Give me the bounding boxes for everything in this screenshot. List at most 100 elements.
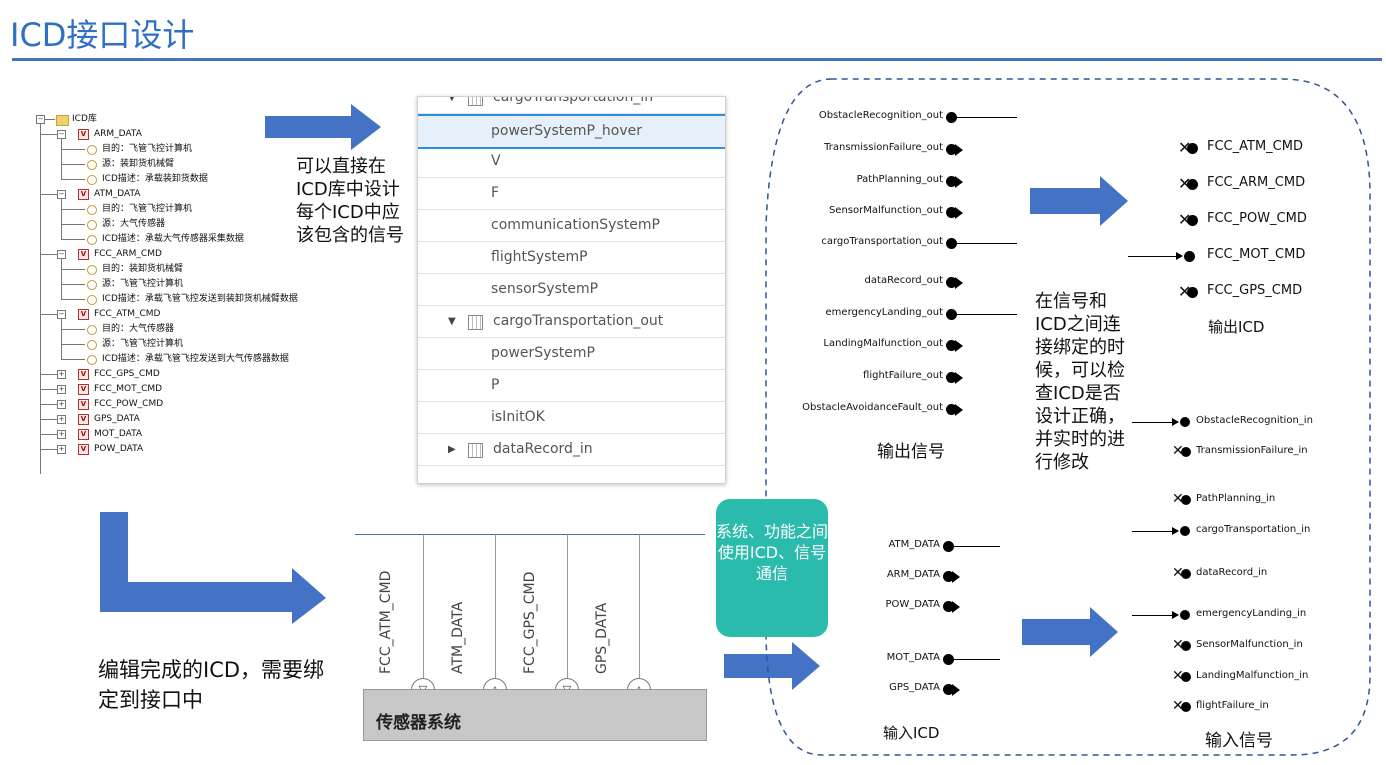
tree-item-label: GPS_DATA (94, 414, 140, 424)
icd-port-icon[interactable] (943, 571, 954, 582)
binding-line (1132, 531, 1176, 532)
signal-port-icon[interactable] (946, 372, 957, 383)
icd-type-icon: V (78, 369, 89, 380)
signal-list-row[interactable]: ▶dataRecord_in (418, 434, 725, 466)
signal-port-icon[interactable] (1181, 641, 1191, 651)
caret-right-icon[interactable]: ▶ (448, 444, 456, 455)
signal-port-icon[interactable] (946, 112, 957, 123)
signal-port-icon[interactable] (946, 176, 957, 187)
signal-port-icon[interactable] (946, 207, 957, 218)
block-title: 传感器系统 (376, 713, 461, 733)
tree-connector (61, 359, 85, 360)
icd-port-icon[interactable] (943, 601, 954, 612)
tree-connector (61, 318, 62, 359)
signal-list-row[interactable]: isInitOK (418, 402, 725, 434)
tree-connector (61, 299, 85, 300)
signal-port-icon[interactable] (946, 340, 957, 351)
expand-icon[interactable]: + (57, 430, 66, 439)
right-arrow-icon (1022, 607, 1118, 657)
cross-icon[interactable]: ✕ (1172, 637, 1184, 653)
icd-port-icon[interactable] (1187, 179, 1198, 190)
input-signal-label: cargoTransportation_in (1196, 524, 1311, 535)
signal-list-row[interactable]: sensorSystemP (418, 274, 725, 306)
signal-list-row[interactable]: powerSystemP (418, 338, 725, 370)
collapse-icon[interactable]: − (36, 115, 45, 124)
expand-icon[interactable]: + (57, 445, 66, 454)
signal-port-icon[interactable] (1181, 495, 1191, 505)
tree-connector (40, 434, 60, 435)
tree-item-label: FCC_ATM_CMD (94, 309, 161, 319)
expand-icon[interactable]: + (57, 385, 66, 394)
cross-icon[interactable]: ✕ (1172, 491, 1184, 507)
icd-port-icon[interactable] (943, 684, 954, 695)
tree-item[interactable]: + V FCC_GPS_CMD (36, 367, 366, 381)
tree-child-label: 源：飞管飞控计算机 (102, 279, 184, 289)
signal-list-row[interactable]: P (418, 370, 725, 402)
input-signal-label: LandingMalfunction_in (1196, 670, 1309, 681)
input-icd-label: ATM_DATA (888, 539, 940, 550)
signal-port-icon[interactable] (946, 277, 957, 288)
signal-list-row[interactable]: powerSystemP_hover (418, 114, 725, 149)
cross-icon[interactable]: ✕ (1172, 698, 1184, 714)
icd-port-icon[interactable] (1187, 215, 1198, 226)
signal-list-row[interactable]: V (418, 146, 725, 178)
expand-icon[interactable]: + (57, 400, 66, 409)
tree-connector (61, 138, 62, 179)
signal-list-row[interactable]: flightSystemP (418, 242, 725, 274)
input-signals-caption: 输入信号 (1205, 731, 1273, 751)
tree-connector (61, 164, 85, 165)
icd-port-icon[interactable] (1184, 251, 1195, 262)
icd-port-icon[interactable] (1187, 143, 1198, 154)
tree-item-label: FCC_GPS_CMD (94, 369, 160, 379)
signal-port-icon[interactable] (946, 404, 957, 415)
output-signal-label: emergencyLanding_out (825, 307, 943, 318)
signal-list-label: powerSystemP_hover (491, 123, 643, 139)
block-body[interactable]: 传感器系统 (363, 689, 707, 741)
signal-list-row[interactable]: ▼cargoTransportation_out (418, 306, 725, 338)
signal-port-icon[interactable] (946, 309, 957, 320)
right-arrow-icon (1030, 176, 1128, 226)
signal-port-icon[interactable] (1181, 702, 1191, 712)
cross-icon[interactable]: ✕ (1172, 565, 1184, 581)
signal-list-row[interactable]: F (418, 178, 725, 210)
property-icon (87, 205, 97, 215)
output-icds-caption: 输出ICD (1208, 318, 1265, 336)
tree-connector (61, 198, 62, 239)
cross-icon[interactable]: ✕ (1172, 443, 1184, 459)
signal-list-row[interactable]: communicationSystemP (418, 210, 725, 242)
page-title: ICD接口设计 (10, 16, 195, 54)
tree-connector (40, 194, 60, 195)
expand-icon[interactable]: + (57, 415, 66, 424)
signal-port-icon[interactable] (1180, 417, 1190, 427)
tree-connector (40, 254, 60, 255)
icd-port-icon[interactable] (943, 654, 954, 665)
icd-port-icon[interactable] (1187, 287, 1198, 298)
caret-down-icon[interactable]: ▼ (448, 316, 456, 327)
signal-list-panel: ▼cargoTransportation_in powerSystemP_hove… (417, 96, 726, 484)
title-divider (12, 58, 1382, 61)
cross-icon[interactable]: ✕ (1172, 668, 1184, 684)
bus-icon (468, 315, 483, 330)
signal-port-icon[interactable] (946, 144, 957, 155)
icd-port-icon[interactable] (943, 541, 954, 552)
signal-port-icon[interactable] (946, 238, 957, 249)
arrowhead-icon (1176, 252, 1183, 260)
signal-list-row[interactable]: ▼cargoTransportation_in (418, 96, 725, 114)
signal-port-icon[interactable] (1181, 672, 1191, 682)
signal-port-icon[interactable] (1180, 526, 1190, 536)
tree-child-item: 目的：装卸货机械臂 (36, 262, 366, 276)
signal-port-icon[interactable] (1180, 610, 1190, 620)
signal-port-icon[interactable] (1181, 569, 1191, 579)
expand-icon[interactable]: + (57, 370, 66, 379)
signal-port-icon[interactable] (1181, 447, 1191, 457)
input-icd-label: GPS_DATA (889, 682, 940, 693)
caret-down-icon[interactable]: ▼ (448, 96, 456, 103)
binding-line (954, 659, 1000, 660)
